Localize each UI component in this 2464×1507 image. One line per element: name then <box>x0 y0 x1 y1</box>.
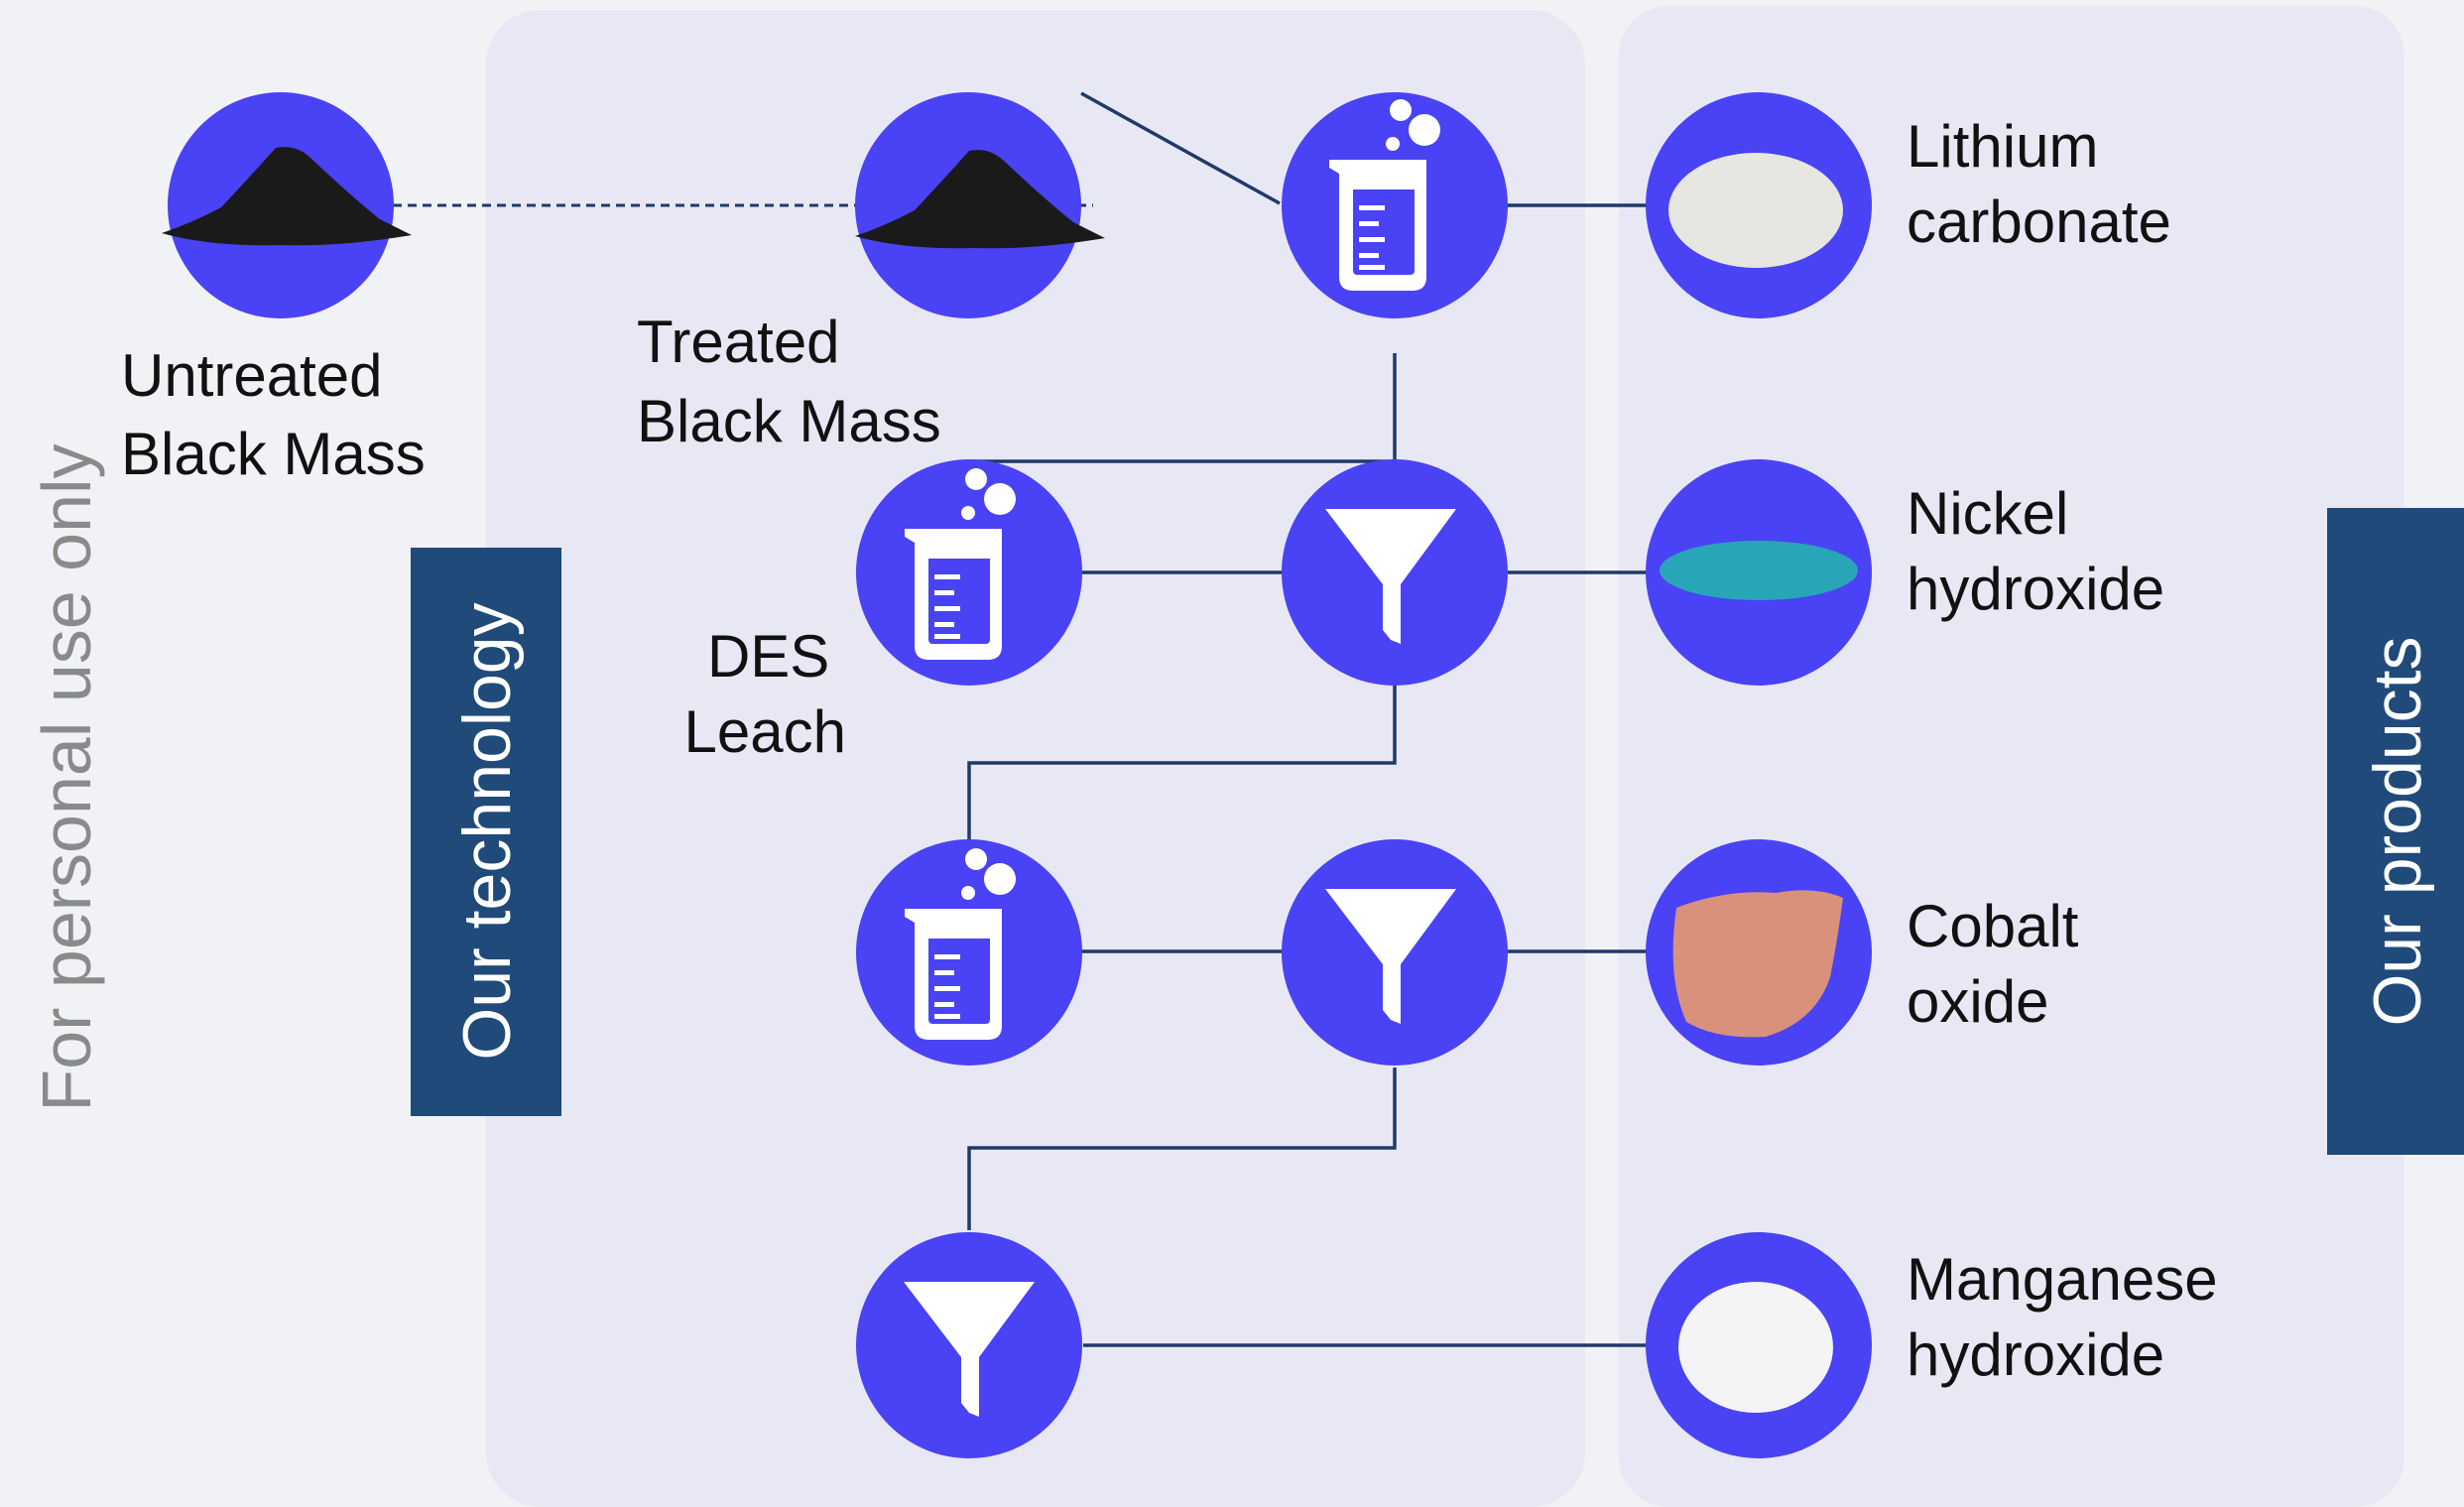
des-leach-node <box>856 459 1082 686</box>
des-leach-label: DES Leach <box>684 623 846 765</box>
untreated-label: Untreated Black Mass <box>121 342 426 487</box>
powder-icon <box>1672 890 1843 1038</box>
product-label-line2: carbonate <box>1907 188 2171 255</box>
product-label-line1: Lithium <box>1907 113 2098 180</box>
product-label-line2: hydroxide <box>1907 556 2164 622</box>
powder-icon <box>1678 1282 1833 1413</box>
products-banner-text: Our products <box>2360 636 2435 1026</box>
product-node-lithium-carbonate <box>1646 92 1872 318</box>
des-leach-label-line1: DES <box>707 623 829 690</box>
powder-icon <box>1668 153 1843 268</box>
product-node-nickel-hydroxide <box>1646 459 1872 686</box>
product-label-manganese: Manganese hydroxide <box>1907 1246 2234 1388</box>
treated-label-line2: Black Mass <box>637 388 941 454</box>
technology-banner-text: Our technology <box>449 602 525 1060</box>
products-panel <box>1619 6 2404 1507</box>
technology-banner <box>411 548 561 1116</box>
untreated-label-line2: Black Mass <box>121 421 426 487</box>
connector <box>967 685 1397 841</box>
product-label-line1: Nickel <box>1907 480 2068 547</box>
connector <box>967 1067 1397 1230</box>
treated-label: Treated Black Mass <box>637 309 941 454</box>
product-node-cobalt-oxide <box>1646 839 1872 1066</box>
precipitation-node-lithium <box>1282 92 1508 318</box>
product-label-cobalt: Cobalt oxide <box>1907 893 2095 1035</box>
product-label-lithium: Lithium carbonate <box>1907 113 2171 255</box>
product-label-nickel: Nickel hydroxide <box>1907 480 2164 622</box>
treated-label-line1: Treated <box>637 309 840 375</box>
filter-node-manganese <box>856 1232 1082 1458</box>
products-banner <box>2327 508 2464 1155</box>
powder-icon <box>1660 541 1858 600</box>
des-leach-label-line2: Leach <box>684 698 846 765</box>
connector <box>1080 91 1281 205</box>
untreated-black-mass-node <box>162 92 412 318</box>
product-label-line1: Cobalt <box>1907 893 2079 959</box>
precipitation-node-cobalt <box>856 839 1082 1066</box>
product-label-line2: oxide <box>1907 968 2048 1035</box>
product-label-line2: hydroxide <box>1907 1321 2164 1388</box>
untreated-label-line1: Untreated <box>121 342 383 409</box>
technology-panel <box>486 10 1585 1507</box>
filter-node-cobalt <box>1282 839 1508 1066</box>
watermark: For personal use only <box>28 443 105 1111</box>
product-label-line1: Manganese <box>1907 1246 2218 1313</box>
treated-black-mass-node <box>855 92 1105 318</box>
filter-node-nickel <box>1282 459 1508 686</box>
product-node-manganese-hydroxide <box>1646 1232 1872 1458</box>
